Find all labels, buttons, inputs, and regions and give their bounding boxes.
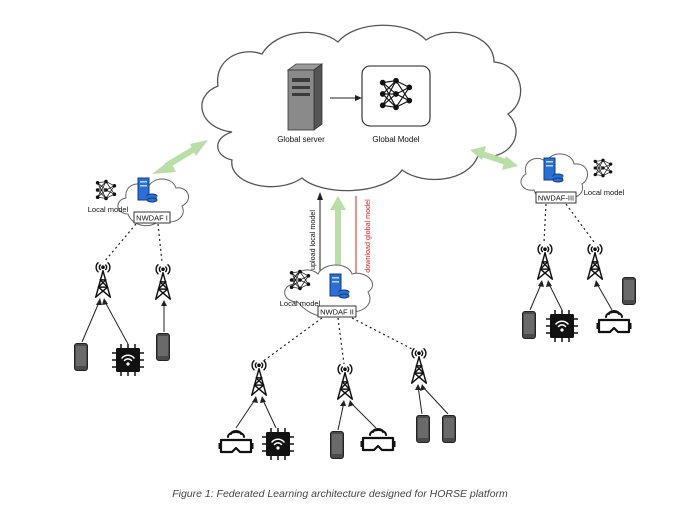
nwdaf-box <box>535 191 577 204</box>
vr-headset-icon <box>360 428 396 452</box>
smartphone-icon <box>330 430 344 460</box>
smartphone-icon <box>442 414 456 444</box>
smartphone-icon <box>156 332 170 362</box>
nwdaf-node-2: Local model NWDAF II <box>280 264 374 318</box>
sync-arrow-right <box>470 146 518 170</box>
cell-tower-icon <box>95 261 111 298</box>
cell-tower-icon <box>251 359 267 396</box>
server-icon <box>286 63 324 131</box>
smartphone-icon <box>416 414 430 444</box>
upload-arrow <box>317 192 323 282</box>
nwdaf-node-1: Local model NWDAF I <box>88 177 190 227</box>
cell-tower-icon <box>337 363 353 400</box>
cell-tower-icon <box>587 243 603 280</box>
download-arrow <box>353 196 359 282</box>
vr-headset-icon <box>218 430 254 454</box>
global-model-label: Global Model <box>372 135 419 144</box>
nwdaf-label: NWDAF II <box>320 308 354 317</box>
nwdaf-node-3: Local model NWDAF-III <box>520 153 625 204</box>
local-model-label: Local model <box>88 205 129 214</box>
nwdaf-label: NWDAF I <box>136 214 168 223</box>
sync-arrow-left <box>152 140 208 174</box>
neural-network-icon <box>593 158 613 178</box>
global-server-label: Global server <box>277 135 325 144</box>
upload-label: upload local model <box>308 210 317 270</box>
iot-chip-icon <box>112 344 144 376</box>
vr-headset-icon <box>596 310 632 334</box>
local-model-label: Local model <box>584 188 625 197</box>
cloud-icon <box>201 24 522 192</box>
figure-caption: Figure 1: Federated Learning architectur… <box>172 488 508 500</box>
smartphone-icon <box>622 276 636 306</box>
cell-tower-icon <box>537 243 553 280</box>
local-model-label: Local model <box>280 299 321 308</box>
smartphone-icon <box>74 342 88 372</box>
download-label: download global model <box>363 199 372 273</box>
nwdaf-box <box>317 305 357 318</box>
neural-network-icon <box>95 179 117 201</box>
smartphone-icon <box>522 310 536 340</box>
nwdaf-box <box>133 211 171 224</box>
nwdaf-label: NWDAF-III <box>538 194 574 203</box>
iot-chip-icon <box>262 428 294 460</box>
arrowheads <box>96 280 600 407</box>
backhaul-links <box>103 203 595 365</box>
device-uplinks <box>81 281 613 431</box>
cell-tower-icon <box>411 347 427 384</box>
cell-tower-icon <box>155 263 171 300</box>
iot-chip-icon <box>546 310 578 342</box>
global-cloud: Global server Global Model <box>201 24 522 192</box>
